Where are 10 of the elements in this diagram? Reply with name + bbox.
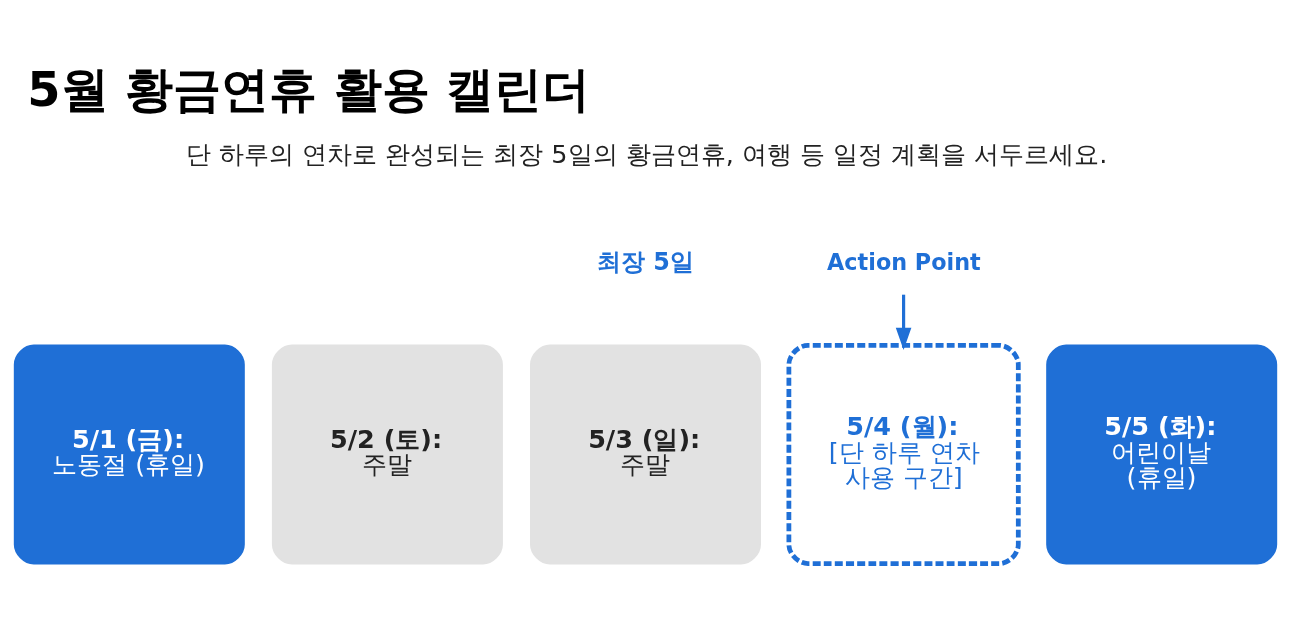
label: 단 하루의 연차로 완성되는 최장 5일의 황금연휴, 여행 등 일정 계획을 서두르세요. — [185, 139, 1108, 170]
node-text: Action Point — [827, 249, 981, 276]
diagram-title: 5월 황금연휴 활용 캘린더 — [27, 62, 591, 118]
node-box: 5/4 (월): [단 하루 연차 사용 구간] — [786, 342, 1021, 566]
label: 최장 5일 — [596, 247, 694, 276]
arrow — [895, 294, 912, 351]
node-box: 5/3 (일): 주말 — [530, 344, 761, 565]
node-box: 5/5 (화): 어린이날 (휴일) — [1046, 344, 1278, 565]
node-box: 5/1 (금): 노동절 (휴일) — [13, 344, 245, 565]
node-box: 5/2 (토): 주말 — [271, 344, 503, 565]
